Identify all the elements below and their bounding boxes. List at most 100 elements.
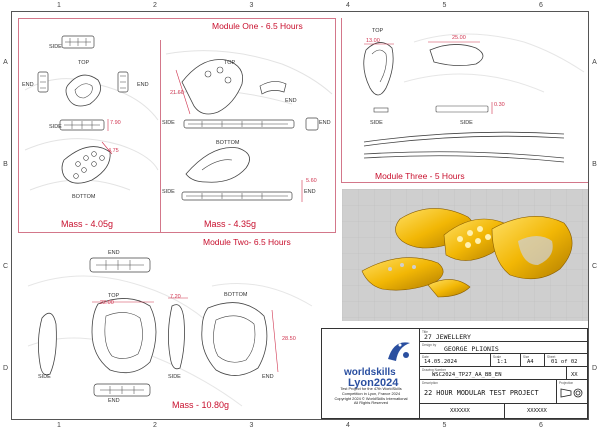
m1-right-side-label: SIDE xyxy=(162,120,175,126)
lyon2024-wordmark: Lyon2024 xyxy=(348,377,399,389)
worldskills-swirl-icon xyxy=(388,342,410,361)
tb-cell-size: Size A4 xyxy=(520,354,534,366)
tb-drawing-caption: Drawing Number xyxy=(422,368,446,372)
tb-description-caption: Description xyxy=(422,381,438,385)
tb-drawing-row: Drawing Number WSC2024_TP27_AA_BB_EN XX xyxy=(420,367,588,380)
zone-col-1: 1 xyxy=(57,2,61,9)
tb-designer-row: Design by GEORGE PLIONIS xyxy=(420,342,588,354)
copyright-line-3: Copyright 2024 © WorldSkills Internation… xyxy=(334,395,408,401)
tb-size-caption: Size xyxy=(523,355,530,359)
m2-dim-bottom: 28.50 xyxy=(282,336,296,342)
m1-right-dim-length: 21.60 xyxy=(170,90,184,96)
m1-left-side-label-2: SIDE xyxy=(49,124,62,130)
m1-left-top-label: TOP xyxy=(78,60,90,66)
module-two-mass: Mass - 10.80g xyxy=(172,400,230,410)
m2-dim-top: 22.00 xyxy=(100,300,114,306)
tb-cell-projection: Projection xyxy=(556,380,583,403)
module-one-mass-right: Mass - 4.35g xyxy=(204,219,257,229)
zone-col-5: 5 xyxy=(442,422,447,429)
m2-bottom-label: BOTTOM xyxy=(224,292,248,298)
module-three-bottom-rule xyxy=(341,182,588,183)
m3-side-label-2: SIDE xyxy=(460,120,473,126)
m2-end-label-bottom: END xyxy=(108,398,120,404)
tb-title-row: Title 27 JEWELLERY xyxy=(420,329,588,342)
zone-col-5: 5 xyxy=(442,2,447,9)
zone-col-1: 1 xyxy=(57,422,61,429)
tb-scale-caption: Scale xyxy=(493,355,501,359)
zone-columns-bottom: 1 2 3 4 5 6 xyxy=(11,420,589,431)
module-one-right-rule xyxy=(335,18,336,233)
m1-left-end-label-b: END xyxy=(137,82,149,88)
m1-right-end-label-a: END xyxy=(285,98,297,104)
m3-side-label: SIDE xyxy=(370,120,383,126)
zone-rows-right: A B C D xyxy=(589,11,600,420)
tb-drawing-number: WSC2024_TP27_AA_BB_EN xyxy=(432,372,502,378)
zone-row-c: C xyxy=(591,263,598,270)
tb-check-b: XXXXXX xyxy=(527,408,547,414)
m2-side-label-center: SIDE xyxy=(168,374,181,380)
m1-right-side-label-2: SIDE xyxy=(162,189,175,195)
tb-scale: 1:1 xyxy=(497,359,507,365)
zone-row-a: A xyxy=(592,59,597,66)
tb-info-row: Date 14.05.2024 Scale 1:1 Size A4 Sheet … xyxy=(420,354,588,367)
m1-right-bottom-label: BOTTOM xyxy=(216,140,240,146)
module-two-title: Module Two- 6.5 Hours xyxy=(203,237,291,247)
zone-row-b: B xyxy=(592,161,597,168)
m1-right-end-label-b: END xyxy=(319,120,331,126)
m1-right-top-label: TOP xyxy=(224,60,236,66)
third-angle-projection-icon xyxy=(560,388,583,398)
zone-col-3: 3 xyxy=(249,2,254,9)
zone-col-6: 6 xyxy=(539,2,543,9)
zone-row-d: D xyxy=(591,365,598,372)
m1-right-end-label-c: END xyxy=(304,189,316,195)
tb-title-caption: Title xyxy=(422,330,428,334)
tb-revision: XX xyxy=(571,372,578,378)
tb-designer-caption: Design by xyxy=(422,343,437,347)
m1-left-side-label: SIDE xyxy=(49,44,62,50)
module-three-left-rule xyxy=(341,18,342,183)
tb-cell-revision: XX xyxy=(566,367,578,379)
m1-left-bottom-label: BOTTOM xyxy=(72,194,96,200)
module-one-left-drawing xyxy=(24,35,159,191)
m3-dim-width: 13.00 xyxy=(366,38,380,44)
m2-top-label: TOP xyxy=(108,293,120,299)
render-image xyxy=(342,189,588,321)
tb-check-row: XXXXXX XXXXXX xyxy=(420,404,588,418)
module-one-right-drawing xyxy=(165,50,333,202)
module-three-title: Module Three - 5 Hours xyxy=(375,171,465,181)
worldskills-logo-panel: worldskills Lyon2024 Test Project for th… xyxy=(322,329,420,418)
module-three-drawing xyxy=(363,33,585,163)
copyright-line-1: Test Project for the 47th WorldSkills xyxy=(340,386,402,391)
module-one-left-rule xyxy=(18,18,19,233)
module-two-drawing xyxy=(27,257,313,407)
zone-row-c: C xyxy=(2,263,9,270)
product-render xyxy=(342,189,588,321)
m2-end-label-top: END xyxy=(108,250,120,256)
tb-projection-caption: Projection xyxy=(559,381,574,385)
zone-row-b: B xyxy=(3,161,8,168)
m2-dim-side: 7.20 xyxy=(170,294,181,300)
m3-top-label: TOP xyxy=(372,28,384,34)
zone-rows-left: A B C D xyxy=(0,11,11,420)
tb-designer: GEORGE PLIONIS xyxy=(444,345,499,353)
zone-col-3: 3 xyxy=(249,422,254,429)
module-one-bottom-rule xyxy=(18,232,336,233)
m3-dim-length: 25.00 xyxy=(452,35,466,41)
m1-left-dim-tear: 4.75 xyxy=(108,148,119,154)
zone-col-4: 4 xyxy=(346,422,350,429)
copyright-line-4: All Rights Reserved xyxy=(353,400,389,406)
m2-side-label-left: SIDE xyxy=(38,374,51,380)
tb-date-caption: Date xyxy=(422,355,429,359)
copyright-line-2: Competition in Lyon, France 2024 xyxy=(341,390,401,396)
m1-left-dim-height: 7.90 xyxy=(110,120,121,126)
zone-row-a: A xyxy=(3,59,8,66)
zone-col-6: 6 xyxy=(539,422,543,429)
module-one-top-rule xyxy=(18,18,336,19)
tb-title: 27 JEWELLERY xyxy=(424,333,471,341)
tb-cell-check-b: XXXXXX xyxy=(504,404,547,418)
m2-end-label-right: END xyxy=(262,374,274,380)
tb-size: A4 xyxy=(527,359,534,365)
copyright-text: Test Project for the 47th WorldSkills Co… xyxy=(324,386,418,406)
tb-cell-sheet: Sheet 01 of 02 xyxy=(544,354,578,366)
